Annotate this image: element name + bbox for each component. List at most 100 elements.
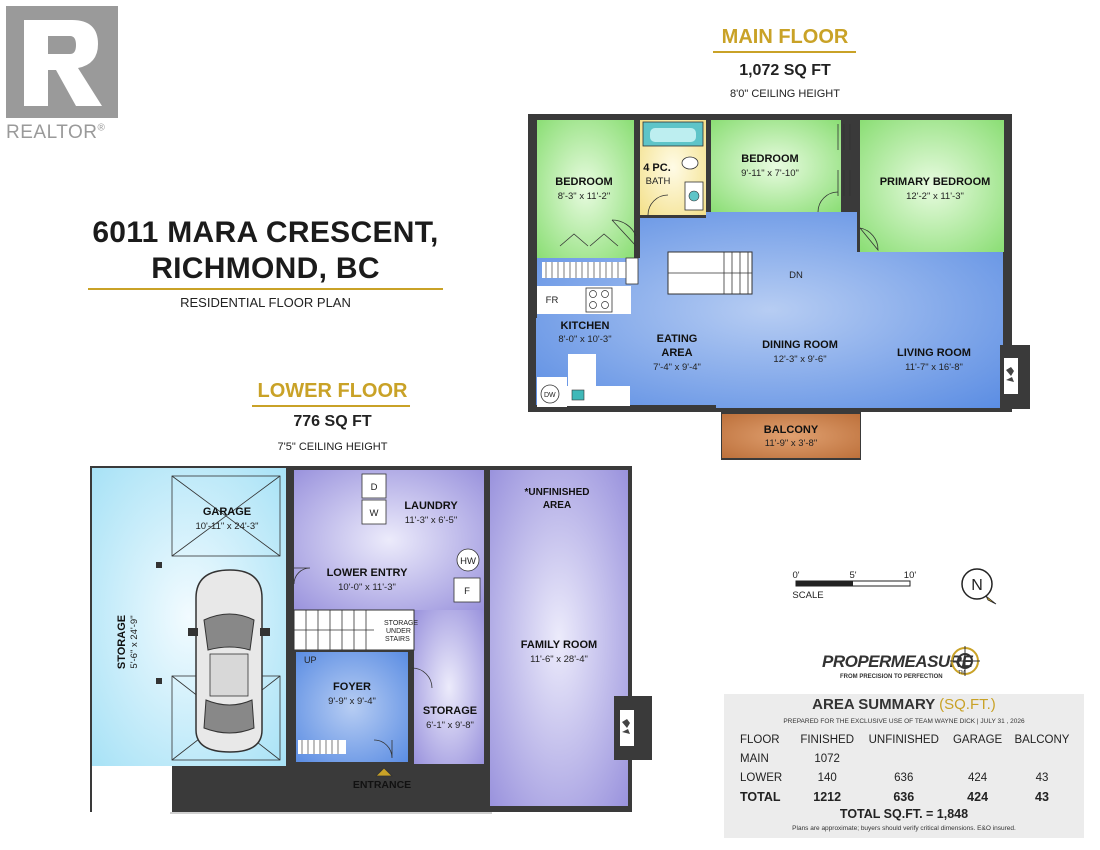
scale-tick-5: 5'	[849, 570, 856, 581]
car-icon	[188, 569, 270, 753]
header-finished: FINISHED	[800, 733, 854, 746]
eating-area-name-2: AREA	[661, 347, 692, 359]
address-line-1: 6011 MARA CRESCENT,	[92, 216, 439, 249]
entrance-label: ENTRANCE	[353, 779, 411, 791]
storage-room	[414, 610, 484, 764]
bedroom-left-room	[537, 120, 634, 258]
garage-dims: 10'-11" x 24'-3"	[195, 521, 258, 532]
realtor-wordmark: REALTOR®	[6, 122, 106, 143]
area-summary-prepared: PREPARED FOR THE EXCLUSIVE USE OF TEAM W…	[783, 718, 1025, 725]
disclaimer-note: Plans are approximate; buyers should ver…	[792, 825, 1016, 832]
kitchen-dims: 8'-0" x 10'-3"	[558, 334, 611, 345]
bedroom-mid-room	[711, 120, 841, 212]
furnace	[453, 577, 481, 603]
main-floor-plan: BEDROOM 8'-3" x 11'-2" 4 PC. BATH BEDROO…	[528, 114, 1030, 460]
dining-room-dims: 12'-3" x 9'-6"	[773, 354, 826, 365]
main-floor-sqft: 1,072 SQ FT	[739, 62, 831, 79]
balcony-name: BALCONY	[764, 424, 819, 436]
kitchen-counter	[537, 286, 631, 314]
plan-subtitle: RESIDENTIAL FLOOR PLAN	[180, 295, 351, 310]
linen-closet	[625, 257, 639, 285]
fridge-label: FR	[546, 295, 559, 306]
dishwasher	[540, 384, 560, 404]
scale-label: SCALE	[792, 590, 823, 601]
compass-icon: N	[961, 568, 997, 605]
area-summary-header-row: FLOOR FINISHED UNFINISHED GARAGE BALCONY	[732, 730, 1076, 749]
living-room-name: LIVING ROOM	[897, 347, 971, 359]
scale-bar: 0' 5' 10' SCALE	[792, 570, 916, 601]
header-garage: GARAGE	[952, 733, 1003, 746]
furnace-label: F	[464, 586, 470, 597]
header-floor: FLOOR	[740, 733, 780, 746]
address-line-2: RICHMOND, BC	[151, 252, 380, 285]
grand-total: TOTAL SQ.FT. = 1,848	[839, 807, 969, 821]
scale-tick-10: 10'	[904, 570, 917, 581]
washer	[361, 499, 387, 525]
bedroom-mid-name: BEDROOM	[741, 153, 798, 165]
scale-tick-0: 0'	[792, 570, 799, 581]
laundry-lower-entry-room	[294, 470, 484, 610]
garage-name: GARAGE	[203, 506, 251, 518]
washer-label: W	[370, 508, 379, 519]
primary-bedroom-room	[860, 120, 1004, 252]
family-room-name: FAMILY ROOM	[521, 639, 597, 651]
dryer	[361, 473, 387, 499]
hot-water-tank	[456, 548, 480, 572]
dishwasher-label: DW	[544, 392, 556, 399]
area-summary-title: AREA SUMMARY (SQ.FT.)	[812, 696, 996, 713]
property-address: 6011 MARA CRESCENT, RICHMOND, BC	[88, 215, 443, 287]
main-floor-ceiling: 8'0" CEILING HEIGHT	[730, 88, 840, 100]
living-room-dims: 11'-7" x 16'-8"	[905, 362, 963, 373]
bedroom-left-dims: 8'-3" x 11'-2"	[558, 191, 610, 202]
down-label: DN	[789, 270, 803, 281]
storage-side-name: STORAGE	[116, 615, 128, 669]
laundry-name: LAUNDRY	[404, 500, 458, 512]
main-floor-heading: MAIN FLOOR	[721, 26, 849, 48]
toilet	[681, 156, 699, 170]
unfinished-name: *UNFINISHED	[524, 487, 589, 498]
lower-floor-heading: LOWER FLOOR	[257, 380, 408, 402]
storage-under-label: STORAGE	[384, 620, 418, 627]
storage-name: STORAGE	[423, 705, 477, 717]
header-balcony: BALCONY	[1014, 733, 1070, 746]
living-dining-area	[536, 212, 1003, 408]
closet-doors	[542, 262, 628, 278]
storage-dims: 6'-1" x 9'-8"	[426, 720, 474, 731]
realtor-logo	[6, 6, 118, 118]
dining-room-name: DINING ROOM	[762, 339, 838, 351]
eating-area-name: EATING	[657, 333, 698, 345]
storage-under-label-2: UNDER	[386, 628, 411, 635]
lower-floor-sqft: 776 SQ FT	[293, 413, 372, 430]
area-summary-panel: AREA SUMMARY (SQ.FT.) PREPARED FOR THE E…	[724, 694, 1084, 838]
propermeasure-tagline: FROM PRECISION TO PERFECTION	[840, 674, 943, 680]
eating-area-dims: 7'-4" x 9'-4"	[653, 362, 701, 373]
up-label: UP	[304, 655, 317, 665]
bath-name-2: BATH	[646, 176, 671, 187]
lower-floor-plan: GARAGE 10'-11" x 24'-3" STORAGE 5'-6" x …	[90, 466, 652, 814]
storage-side-dims: 5'-6" x 24'-9"	[129, 615, 140, 668]
area-summary-table: FLOOR FINISHED UNFINISHED GARAGE BALCONY…	[732, 730, 1076, 806]
foyer-name: FOYER	[333, 681, 371, 693]
bedroom-left-name: BEDROOM	[555, 176, 612, 188]
primary-bedroom-name: PRIMARY BEDROOM	[880, 176, 991, 188]
family-room-dims: 11'-6" x 28'-4"	[530, 654, 588, 665]
balcony-dims: 11'-9" x 3'-8"	[765, 438, 817, 449]
header-unfinished: UNFINISHED	[868, 733, 939, 746]
kitchen-island	[568, 354, 596, 386]
propermeasure-logo: PROPERMEASURE TM FROM PRECISION TO PERFE…	[822, 646, 980, 680]
unfinished-name-2: AREA	[543, 500, 571, 511]
lower-floor-ceiling: 7'5" CEILING HEIGHT	[277, 441, 388, 453]
lower-floor-underline	[252, 405, 410, 407]
svg-text:N: N	[971, 577, 983, 594]
kitchen-sink	[571, 389, 585, 401]
storage-under-label-3: STAIRS	[385, 636, 410, 643]
stove	[585, 287, 613, 313]
foyer-closet	[298, 740, 346, 754]
kitchen-name: KITCHEN	[561, 320, 610, 332]
laundry-dims: 11'-3" x 6'-5"	[405, 515, 457, 526]
title-divider	[88, 288, 443, 290]
main-floor-underline	[713, 51, 856, 53]
